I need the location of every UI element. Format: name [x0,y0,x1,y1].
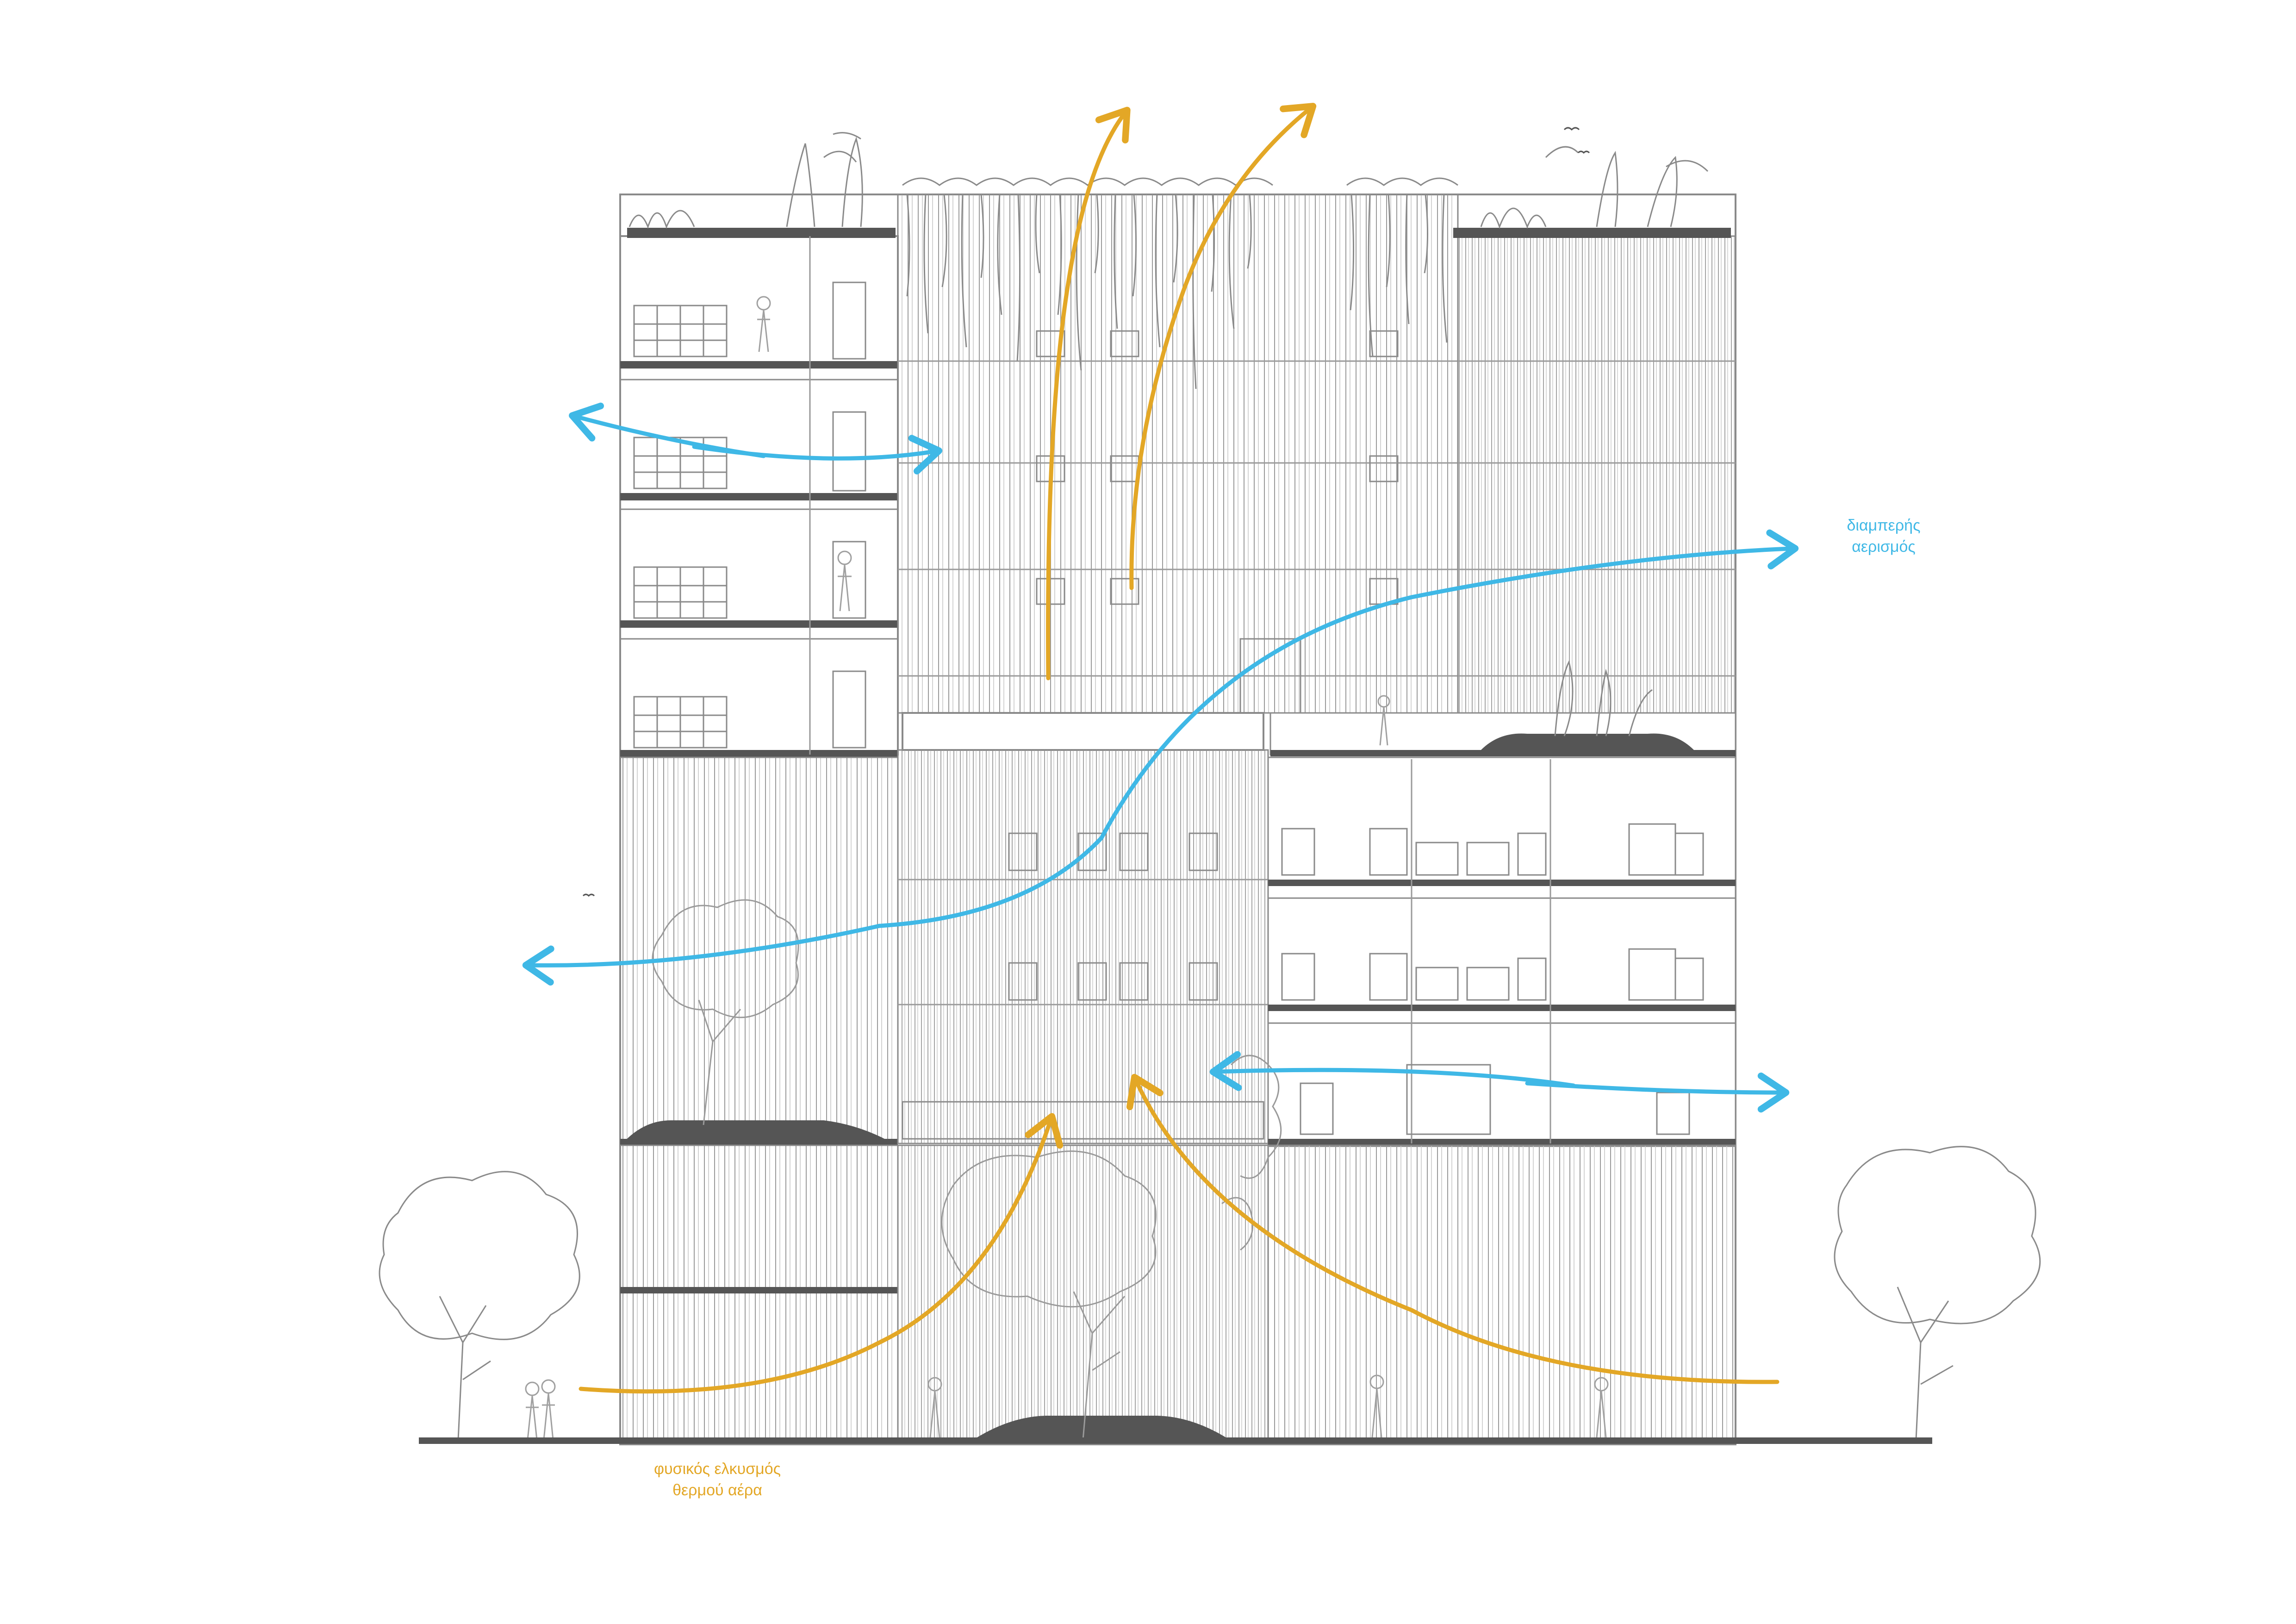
stack-effect-label-line1: φυσικός ελκυσμός [653,1460,781,1478]
interior-tree [652,899,1282,1440]
birds [582,127,1590,897]
ground-floor [619,1144,1736,1443]
door [832,281,866,749]
building [379,127,2041,1445]
cross-ventilation-label: διαμπερής αερισμός [1796,515,1972,557]
person-figure [525,695,1609,1440]
planter-mound [1481,733,1694,750]
roof-slab-right [1453,228,1731,238]
planter-mound [622,1120,893,1143]
roof-slab-left [627,228,896,238]
central-atrium-upper [897,177,1459,751]
right-middle-block [1267,756,1736,1147]
office-furniture [1281,823,1704,1135]
stack-effect-arrow-ground-right [1126,1074,1780,1384]
exterior-tree-left [379,1171,580,1440]
exterior-tree-right [1834,1146,2041,1440]
left-upper-tower [619,228,899,757]
cross-ventilation-arrow-diagonal-left [522,924,882,986]
stack-effect-arrow-atrium-left [1046,106,1131,681]
stack-effect-arrow-ground-left [579,1113,1064,1394]
stack-effect-arrow-atrium-right [1129,103,1317,590]
cabinet-unit [633,305,728,749]
cross-ventilation-arrows [522,402,1799,1113]
roof-garden [628,132,1709,737]
central-middle-block [897,749,1269,1144]
cross-ventilation-arrow-lower-left [1209,1051,1576,1091]
cross-ventilation-arrow-diagonal [877,529,1799,928]
left-middle-block [619,756,899,1145]
person-figure [756,296,852,612]
hanging-plants [902,177,1458,389]
stack-effect-label-line2: θερμού αέρα [672,1481,762,1499]
planter-mound [972,1416,1231,1441]
right-upper-tower [1269,228,1736,756]
cross-ventilation-label-line2: αερισμός [1852,538,1916,556]
cross-ventilation-label-line1: διαμπερής [1847,517,1921,534]
stack-effect-arrows [579,103,1780,1394]
stack-effect-label: φυσικός ελκυσμός θερμού αέρα [611,1458,824,1501]
office-chairs [1008,832,1218,1001]
cross-ventilation-arrow-upper-left-return [692,435,943,475]
ground-line [419,1437,1932,1444]
